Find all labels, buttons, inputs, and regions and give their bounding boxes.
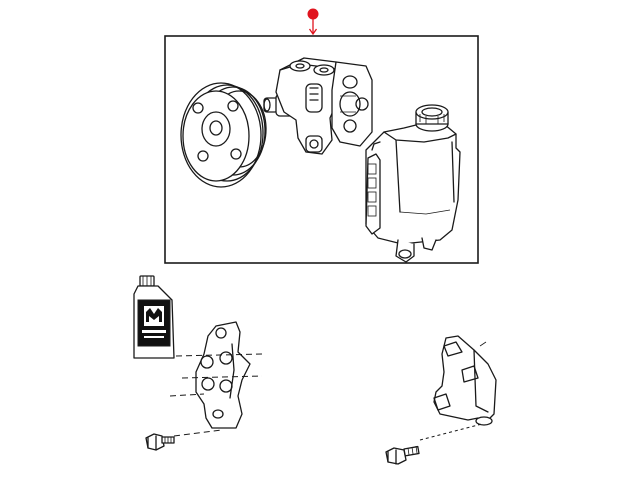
- pump-body-icon[interactable]: [263, 57, 373, 155]
- callout-dot-icon: [307, 8, 319, 20]
- fluid-reservoir-icon[interactable]: [365, 104, 461, 263]
- right-bracket-icon[interactable]: [419, 335, 497, 441]
- pump-pulley-icon[interactable]: [180, 82, 267, 188]
- left-bolt-icon[interactable]: [145, 433, 175, 451]
- fluid-bottle-icon[interactable]: [133, 275, 175, 359]
- callout-marker[interactable]: [307, 8, 319, 36]
- assembly-frame: [164, 35, 479, 264]
- left-bracket-icon[interactable]: [169, 321, 263, 437]
- right-bolt-icon[interactable]: [385, 445, 420, 465]
- callout-arrowhead-icon: [308, 28, 318, 36]
